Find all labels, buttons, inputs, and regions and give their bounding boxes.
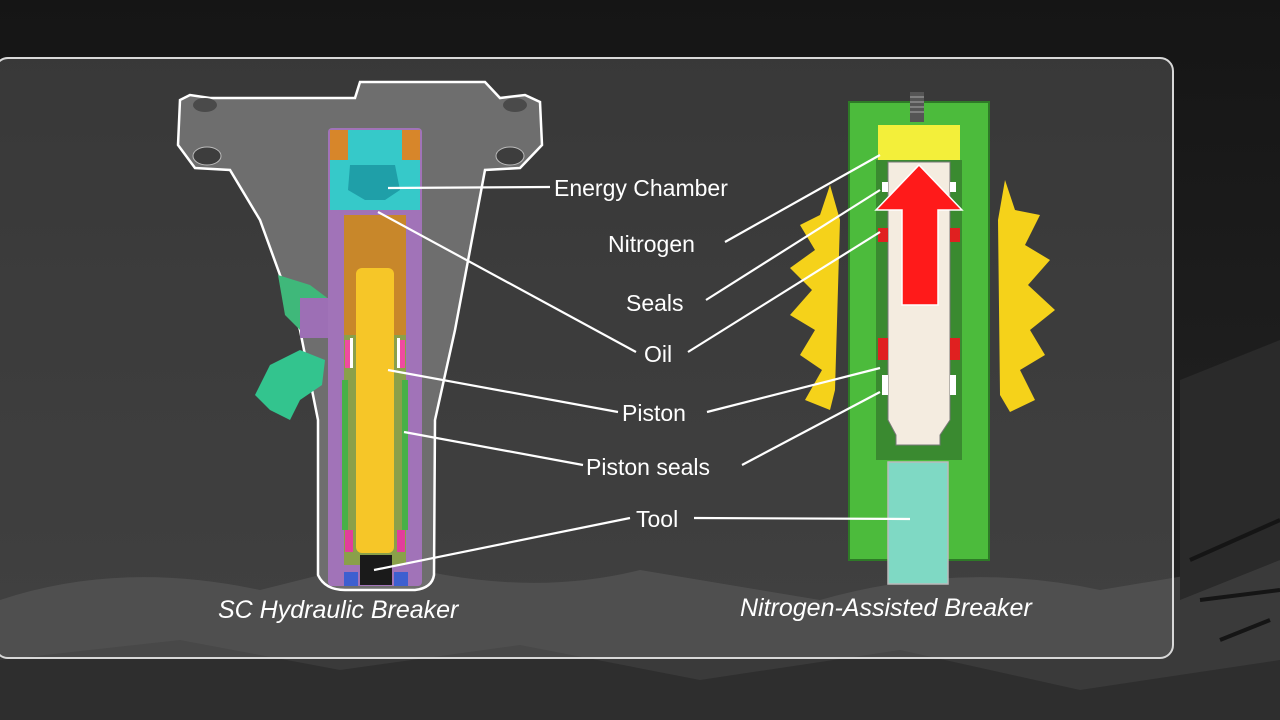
bolt <box>495 146 525 166</box>
label-tool: Tool <box>636 506 678 532</box>
piston-seal <box>350 338 353 368</box>
piston <box>356 268 394 553</box>
label-nitrogen: Nitrogen <box>608 231 695 257</box>
label-piston-seals: Piston seals <box>586 454 710 480</box>
label-seals: Seals <box>626 290 684 316</box>
piston-seal <box>950 375 956 395</box>
tool-bushing <box>394 572 408 586</box>
label-oil: Oil <box>644 341 672 367</box>
piston-seal <box>397 338 400 368</box>
up-arrow-icon <box>874 163 964 306</box>
piston-seal <box>397 340 405 368</box>
impact-burst-left <box>790 185 840 410</box>
seal <box>950 338 960 360</box>
bolt <box>193 98 217 112</box>
piston-seal <box>345 340 353 368</box>
chamber-plug <box>330 130 348 160</box>
caption-sc-hydraulic-breaker: SC Hydraulic Breaker <box>218 596 460 624</box>
nitrogen-assisted-breaker <box>790 92 1055 585</box>
piston-seal <box>882 375 888 395</box>
side-valve <box>255 350 325 420</box>
tool <box>887 461 949 585</box>
label-piston: Piston <box>622 400 686 426</box>
nitrogen-chamber <box>878 125 960 163</box>
bolt <box>503 98 527 112</box>
leader-lines <box>373 154 911 572</box>
bolt <box>192 146 222 166</box>
chamber-valve <box>348 165 400 200</box>
seal <box>878 338 888 360</box>
side-port-purple <box>300 298 330 338</box>
chamber-plug <box>402 130 420 160</box>
piston-seal <box>882 182 888 192</box>
liner-strip <box>342 380 348 530</box>
tool-bushing <box>344 572 358 586</box>
piston-seal <box>950 182 956 192</box>
seal <box>950 228 960 242</box>
sc-hydraulic-breaker <box>176 80 544 592</box>
lower-seal <box>345 530 353 552</box>
seal <box>878 228 888 242</box>
labels: Energy Chamber Nitrogen Seals Oil Piston… <box>554 175 728 532</box>
label-energy-chamber: Energy Chamber <box>554 175 728 201</box>
lower-seal <box>397 530 405 552</box>
liner-strip <box>402 380 408 530</box>
caption-nitrogen-assisted-breaker: Nitrogen-Assisted Breaker <box>740 594 1033 622</box>
impact-burst-right <box>998 180 1055 412</box>
